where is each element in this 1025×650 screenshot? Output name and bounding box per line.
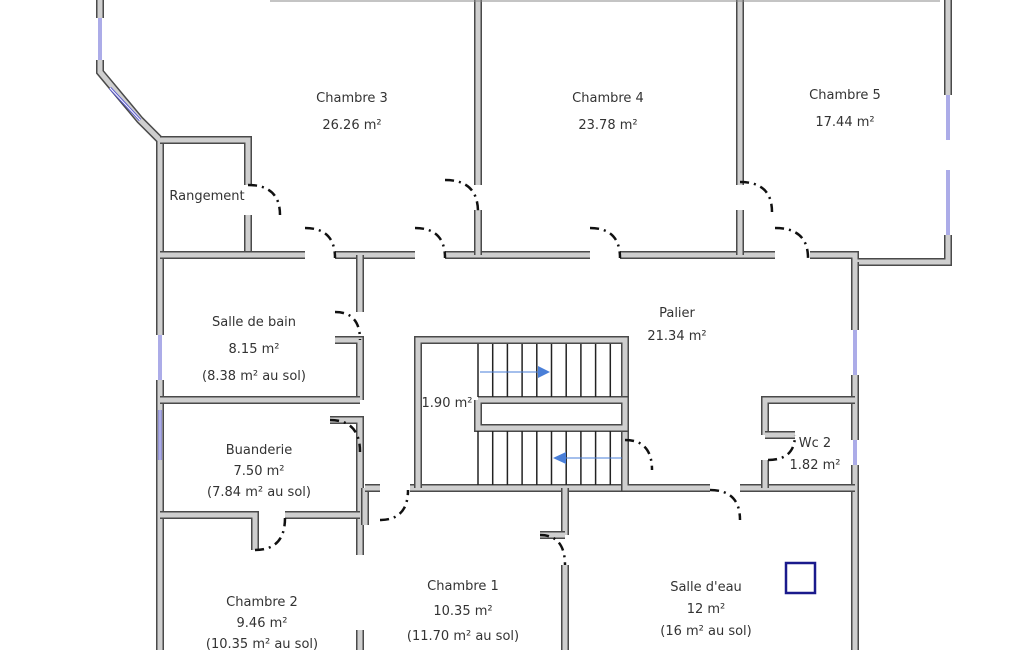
wall — [474, 396, 629, 432]
wall-fill — [330, 417, 363, 455]
wall — [160, 511, 259, 550]
wall — [810, 235, 952, 266]
door-swing-icon — [334, 310, 362, 341]
door-swing-icon — [444, 178, 480, 213]
door-swing-icon — [329, 418, 362, 453]
wall — [761, 396, 855, 435]
door-swing-icon — [254, 517, 287, 552]
door-swing-icon — [739, 180, 774, 213]
wall — [335, 336, 364, 400]
door-swing-icon — [767, 434, 797, 462]
wall — [160, 136, 252, 185]
wall-fill — [415, 337, 628, 488]
door-swing-icon — [624, 438, 654, 471]
window-glass — [109, 87, 141, 121]
room-label-stair-area: 1.90 m² — [421, 396, 473, 411]
room-label-rangement: Rangement — [169, 189, 245, 204]
wall-fill — [475, 397, 628, 431]
door-swing-icon — [414, 226, 447, 259]
arrow-left-icon — [553, 452, 566, 464]
door-swing-icon — [247, 183, 282, 216]
door-swing-icon — [304, 226, 337, 259]
door-swing-icon — [774, 226, 810, 259]
door-swing-icon — [379, 489, 410, 522]
wall-fill — [622, 430, 655, 491]
wall-fill — [160, 137, 251, 185]
wall — [96, 60, 164, 335]
wall-fill — [762, 397, 855, 435]
wall — [330, 416, 364, 455]
shower-tray-icon — [784, 561, 817, 595]
door-swing-icon — [589, 226, 622, 259]
door-swing-icon — [539, 533, 567, 566]
door-swing-icon — [709, 488, 742, 521]
wall-fill — [97, 60, 163, 335]
arrow-right-icon — [538, 366, 550, 378]
wall-fill — [160, 512, 258, 550]
